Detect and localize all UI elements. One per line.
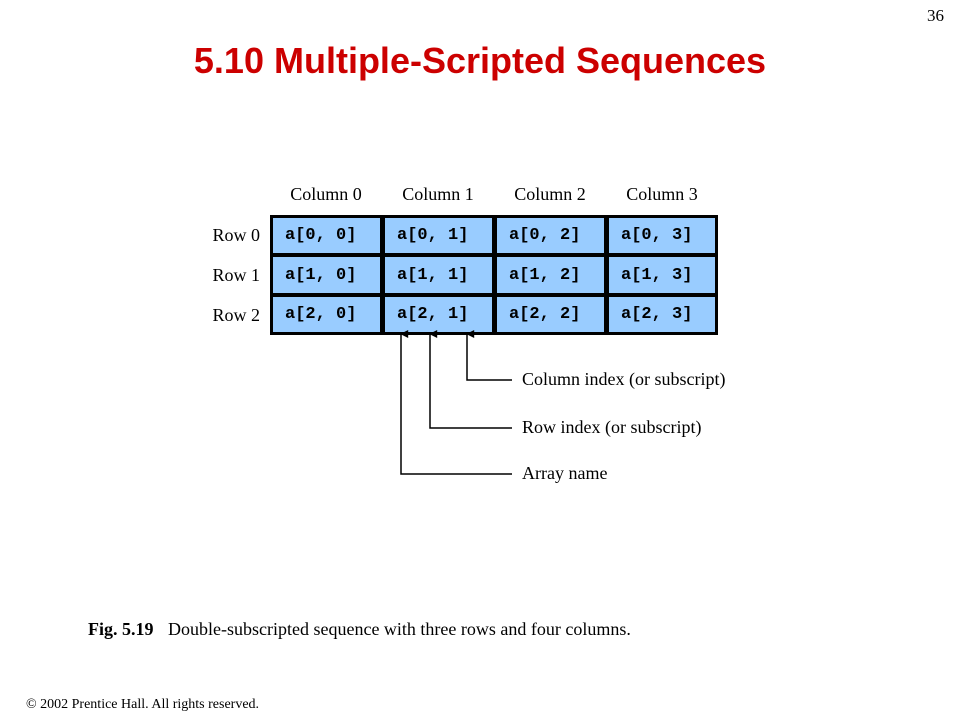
cell-0-0: a[0, 0] (273, 218, 380, 253)
cell-1-2: a[1, 2] (497, 257, 604, 293)
cell-2-0: a[2, 0] (273, 297, 380, 332)
column-header-2: Column 2 (514, 184, 586, 204)
column-index-label: Column index (or subscript) (522, 369, 726, 389)
cell-0-1: a[0, 1] (385, 218, 492, 253)
column-index-arrow (466, 330, 512, 381)
column-header-3: Column 3 (626, 184, 698, 204)
cell-0-2: a[0, 2] (497, 218, 604, 253)
cell-2-1: a[2, 1] (385, 297, 492, 332)
cell-2-3: a[2, 3] (609, 297, 715, 332)
cell-1-3: a[1, 3] (609, 257, 715, 293)
array-grid: a[0, 0] a[0, 1] a[0, 2] a[0, 3] a[1, 0] … (270, 215, 718, 335)
slide-title: 5.10 Multiple-Scripted Sequences (193, 40, 767, 81)
figure-caption-text: Double-subscripted sequence with three r… (168, 619, 631, 639)
column-header-1: Column 1 (402, 184, 474, 204)
cell-1-1: a[1, 1] (385, 257, 492, 293)
cell-2-2: a[2, 2] (497, 297, 604, 332)
row-label-2: Row 2 (212, 305, 260, 325)
row-label-0: Row 0 (212, 225, 260, 245)
figure-caption: Fig. 5.19 Double-subscripted sequence wi… (88, 619, 631, 640)
row-label-1: Row 1 (212, 265, 260, 285)
row-index-label: Row index (or subscript) (522, 417, 702, 437)
cell-1-0: a[1, 0] (273, 257, 380, 293)
row-index-arrow (429, 330, 512, 429)
array-name-arrow (400, 330, 512, 475)
array-name-label: Array name (522, 463, 608, 483)
page-number: 36 (927, 6, 944, 25)
figure-label: Fig. 5.19 (88, 619, 154, 639)
cell-0-3: a[0, 3] (609, 218, 715, 253)
column-header-0: Column 0 (290, 184, 362, 204)
copyright-notice: © 2002 Prentice Hall. All rights reserve… (26, 697, 260, 712)
